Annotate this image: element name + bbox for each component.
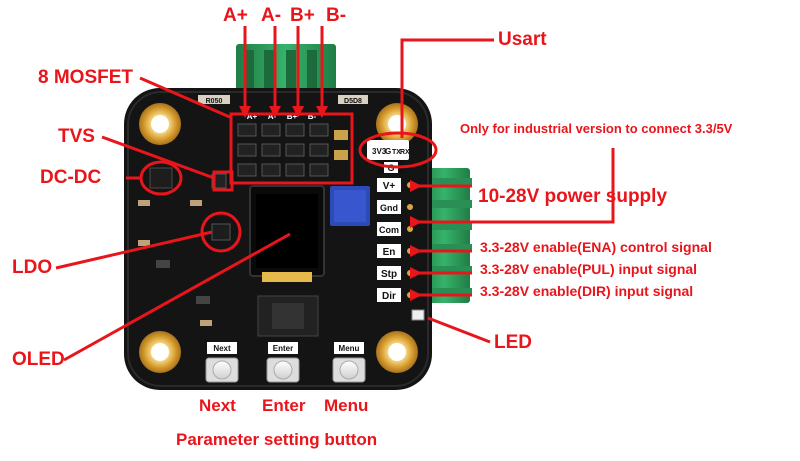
silk-motor-a-plus: A+ bbox=[247, 112, 258, 121]
label-power-supply: 10-28V power supply bbox=[478, 186, 668, 207]
silk-pin-gnd: Gnd bbox=[380, 203, 398, 213]
silk-menu: Menu bbox=[339, 344, 360, 353]
silk-pin-stp: Stp bbox=[381, 269, 397, 280]
label-next: Next bbox=[199, 396, 236, 415]
label-usart: Usart bbox=[498, 29, 547, 50]
label-b-minus: B- bbox=[326, 5, 347, 26]
label-a-minus: A- bbox=[261, 5, 282, 26]
silk-3v3: 3V3 bbox=[372, 147, 387, 156]
resistor-label-left: R050 bbox=[206, 98, 223, 105]
label-ena-signal: 3.3-28V enable(ENA) control signal bbox=[480, 239, 712, 255]
label-tvs: TVS bbox=[58, 126, 95, 147]
mcu-chip bbox=[257, 295, 319, 337]
label-8-mosfet: 8 MOSFET bbox=[38, 67, 134, 88]
label-ldo: LDO bbox=[12, 257, 53, 278]
label-dir-signal: 3.3-28V enable(DIR) input signal bbox=[480, 283, 694, 299]
silk-motor-b-minus: B- bbox=[308, 112, 317, 121]
annotation-lines bbox=[55, 26, 615, 362]
enter-button[interactable] bbox=[266, 357, 300, 383]
resistor-label-right: D5D8 bbox=[344, 98, 362, 105]
silk-pin-dir: Dir bbox=[382, 291, 396, 302]
silk-pin-en: En bbox=[383, 247, 396, 258]
silk-tx: TX bbox=[392, 149, 401, 156]
label-industrial-note: Only for industrial version to connect 3… bbox=[460, 121, 733, 136]
silk-rx: RX bbox=[400, 149, 410, 156]
label-b-plus: B+ bbox=[290, 5, 315, 26]
mounting-hole bbox=[139, 331, 181, 373]
potentiometer bbox=[330, 186, 370, 226]
label-pul-signal: 3.3-28V enable(PUL) input signal bbox=[480, 261, 698, 277]
label-menu: Menu bbox=[324, 396, 369, 415]
label-parameter-setting-button: Parameter setting button bbox=[176, 430, 378, 449]
mounting-hole bbox=[376, 103, 418, 145]
label-dc-dc: DC-DC bbox=[40, 167, 102, 188]
silk-enter: Enter bbox=[273, 344, 293, 353]
silk-pin-com: Com bbox=[379, 225, 399, 235]
label-led: LED bbox=[494, 332, 532, 353]
status-led bbox=[411, 309, 425, 321]
silk-motor-b-plus: B+ bbox=[287, 112, 298, 121]
ldo-chip bbox=[211, 223, 231, 241]
mounting-hole bbox=[139, 103, 181, 145]
label-oled: OLED bbox=[12, 349, 65, 370]
dcdc-chip bbox=[149, 167, 173, 189]
oled-display bbox=[249, 185, 325, 282]
silk-pin-vplus: V+ bbox=[383, 181, 396, 192]
silk-g: G bbox=[385, 147, 391, 156]
label-enter: Enter bbox=[262, 396, 306, 415]
silk-motor-a-minus: A- bbox=[268, 112, 277, 121]
silk-next: Next bbox=[213, 344, 231, 353]
menu-button[interactable] bbox=[332, 357, 366, 383]
mosfet-array bbox=[237, 123, 348, 177]
label-a-plus: A+ bbox=[223, 5, 248, 26]
annotation-arrowheads bbox=[239, 106, 422, 301]
next-button[interactable] bbox=[205, 357, 239, 383]
mounting-hole bbox=[376, 331, 418, 373]
